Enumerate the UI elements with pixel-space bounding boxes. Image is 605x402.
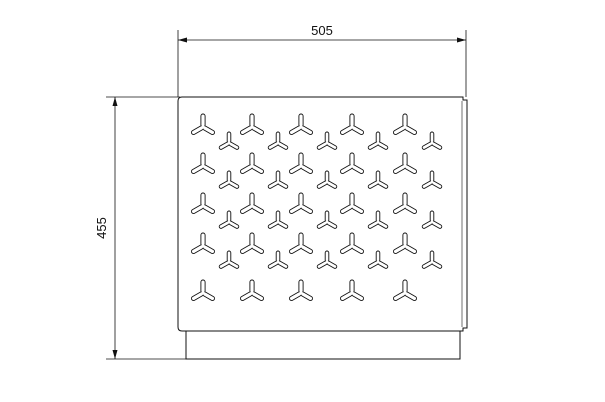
perforation-large [191,192,215,214]
perforation-large [340,152,364,174]
perforation-large [191,232,215,254]
perforation-large [289,192,313,214]
perforation-small [421,170,443,189]
perforation-small [218,250,240,269]
panel-outline [177,96,468,332]
perforation-small [367,250,389,269]
height-label: 455 [94,217,109,239]
perforation-small [367,131,389,150]
arrowhead-left [178,37,187,43]
perforation-large [240,192,264,214]
perforation-large [240,113,264,135]
perforation-large [289,152,313,174]
width-dimension: 505 [177,23,467,97]
perforation-small [421,131,443,150]
perforation-large [289,113,313,135]
perforation-small [218,131,240,150]
perforation-large [191,279,215,301]
perforation-large [393,279,417,301]
perforation-large [393,152,417,174]
perforation-large [340,232,364,254]
perforation-large [240,152,264,174]
perforation-small [421,250,443,269]
perforation-small [267,170,289,189]
perforation-large [240,279,264,301]
panel [177,96,468,360]
arrowhead-top [112,97,118,106]
perforation-small [267,210,289,229]
perforation-large [240,232,264,254]
perforation-large [191,152,215,174]
height-dimension: 455 [94,96,186,360]
perforation-large [393,192,417,214]
perforation-small [218,170,240,189]
perforation-small [316,131,338,150]
perforation-small [316,210,338,229]
panel-base [185,330,461,360]
perforation-small [267,131,289,150]
perforation-large [340,279,364,301]
perforation-large [340,192,364,214]
perforation-large [340,113,364,135]
width-label: 505 [311,23,333,38]
perforation-large [289,232,313,254]
perforation-small [316,250,338,269]
arrowhead-bottom [112,350,118,359]
perforation-small [367,170,389,189]
perforation-small [267,250,289,269]
perforation-small [421,210,443,229]
perforation-pattern [191,113,443,301]
perforation-small [316,170,338,189]
perforation-large [289,279,313,301]
perforation-large [393,232,417,254]
perforation-large [191,113,215,135]
perforation-small [367,210,389,229]
arrowhead-right [457,37,466,43]
perforation-large [393,113,417,135]
perforation-small [218,210,240,229]
